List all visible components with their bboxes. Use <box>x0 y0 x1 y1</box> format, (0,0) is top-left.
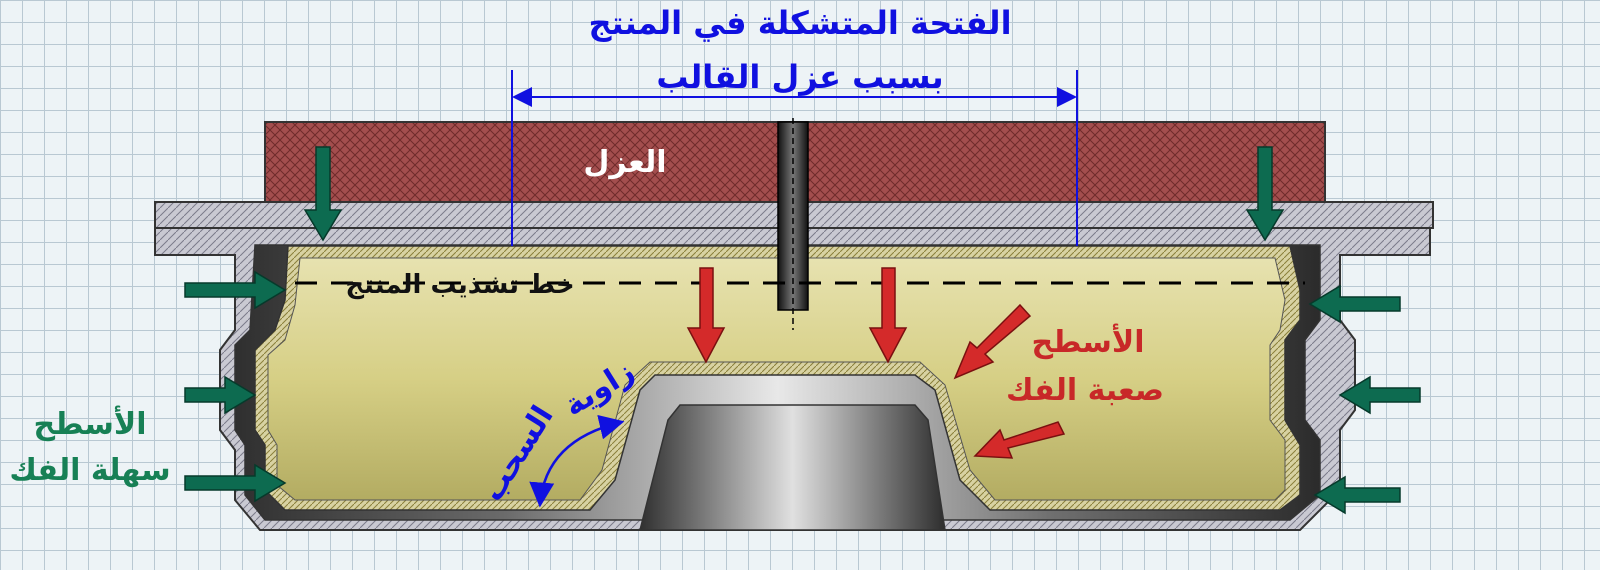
green-left-arrow-2 <box>1338 375 1421 415</box>
green-down-arrow-right <box>1245 146 1285 242</box>
hard-surfaces-label-line2: صعبة الفك <box>1006 373 1164 408</box>
opening-dimension <box>511 70 1078 246</box>
green-down-arrow-left <box>303 146 343 242</box>
insulation-label: العزل <box>583 145 666 180</box>
green-right-arrow-2 <box>184 375 257 415</box>
mold-plug <box>639 404 946 531</box>
red-down-arrow-1 <box>686 267 726 364</box>
trim-line-label: خط تشذيب المنتج <box>345 270 574 300</box>
red-down-arrow-2 <box>868 267 908 364</box>
green-right-arrow-1 <box>184 270 287 310</box>
easy-surfaces-label-line2: سهلة الفك <box>9 453 170 488</box>
green-arrows <box>184 146 1421 515</box>
opening-label-line1: الفتحة المتشكلة في المنتج <box>588 4 1011 42</box>
opening-label-line2: بسبب عزل القالب <box>656 58 943 96</box>
green-left-arrow-3 <box>1313 475 1401 515</box>
easy-surfaces-label-line1: الأسطح <box>34 405 147 442</box>
green-left-arrow-1 <box>1308 284 1401 324</box>
green-right-arrow-3 <box>184 463 287 503</box>
red-arrows <box>686 267 1066 459</box>
red-diagonal-arrow-1 <box>953 303 1032 380</box>
hard-surfaces-label-line1: الأسطح <box>1032 323 1145 360</box>
draft-angle-indicator <box>529 414 625 508</box>
red-diagonal-arrow-2 <box>973 421 1066 459</box>
